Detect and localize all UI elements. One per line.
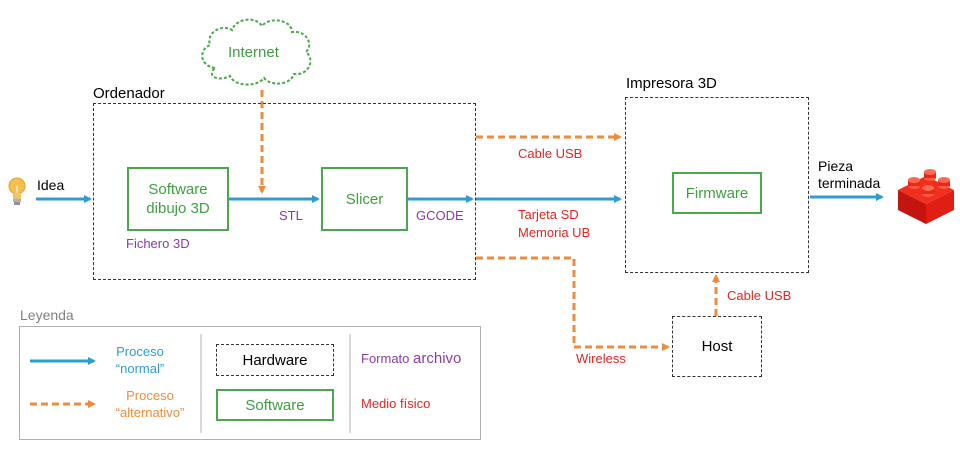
legend-alternative-label: Proceso “alternativo” xyxy=(115,388,185,420)
legend-box xyxy=(19,326,481,440)
printer-label: Impresora 3D xyxy=(626,75,717,92)
sd-card-label: Tarjeta SD Memoria UB xyxy=(518,207,591,240)
computer-to-host-wireless-arrow xyxy=(476,256,670,351)
internet-cloud-icon xyxy=(201,18,312,86)
slicer-box: Slicer xyxy=(321,167,408,231)
legend-format-label: Formato archivo xyxy=(361,350,461,367)
legend-hardware-box: Hardware xyxy=(216,344,334,376)
gcode-label: GCODE xyxy=(416,208,464,223)
finished-piece-label: Pieza terminada xyxy=(818,158,881,191)
host-cable-usb-label: Cable USB xyxy=(727,288,792,303)
legend-format-text: Formato xyxy=(361,351,414,366)
host-box: Host xyxy=(672,316,762,377)
lightbulb-icon xyxy=(8,177,26,205)
idea-label: Idea xyxy=(37,177,65,193)
software-3d-box: Software dibujo 3D xyxy=(127,167,229,231)
cable-usb-label: Cable USB xyxy=(518,146,583,161)
computer-box xyxy=(93,103,476,280)
legend-software-box: Software xyxy=(216,389,334,421)
wireless-label: Wireless xyxy=(576,351,626,366)
firmware-box: Firmware xyxy=(672,172,762,214)
legend-title: Leyenda xyxy=(20,307,74,323)
computer-label: Ordenador xyxy=(93,85,165,102)
printer-box xyxy=(625,97,809,273)
stl-label: STL xyxy=(279,208,303,223)
red-lego-brick-icon xyxy=(898,169,954,224)
legend-format-file-text: archivo xyxy=(413,350,462,367)
legend-normal-label: Proceso “normal” xyxy=(115,344,165,376)
file-3d-label: Fichero 3D xyxy=(126,236,190,251)
legend-medium-label: Medio físico xyxy=(361,396,431,411)
internet-label: Internet xyxy=(228,44,279,61)
